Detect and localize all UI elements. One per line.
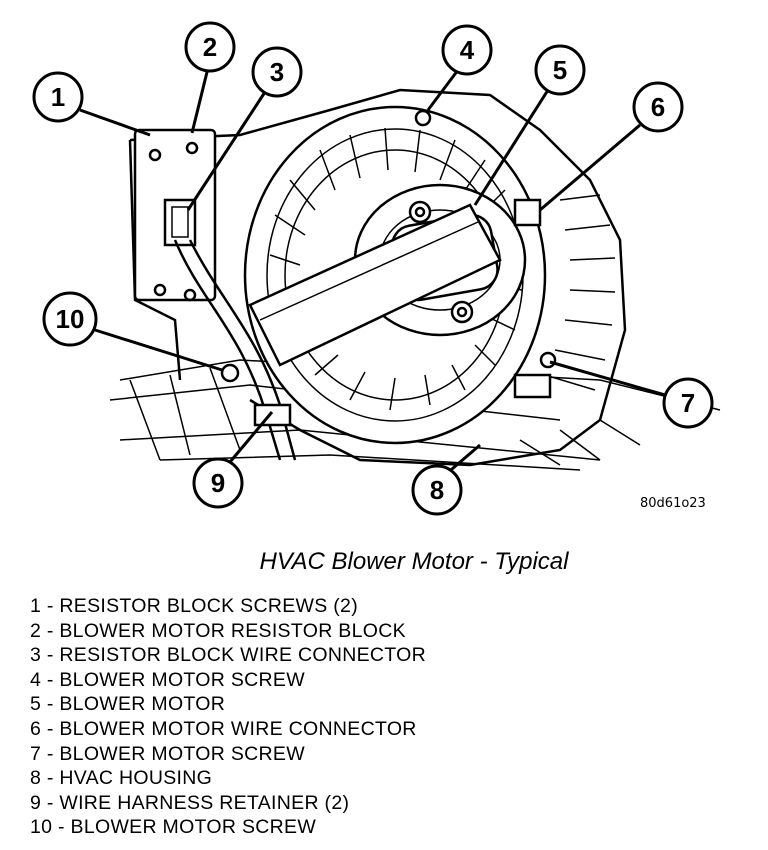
callout-4: 4 [441,24,493,76]
callout-7: 7 [662,377,714,429]
callout-3: 3 [251,46,303,98]
legend-item: 6 - BLOWER MOTOR WIRE CONNECTOR [30,717,417,740]
callout-8: 8 [411,464,463,516]
blower-motor-diagram: 1 2 3 4 5 6 7 8 9 10 [32,21,721,516]
screws [220,109,557,399]
callout-2-label: 2 [203,32,217,62]
callout-9-label: 9 [211,468,225,498]
callout-5: 5 [534,44,586,96]
resistor-block-drawing [133,128,217,302]
legend-item: 3 - RESISTOR BLOCK WIRE CONNECTOR [30,644,426,667]
motor-mounting-bar [248,203,502,367]
callout-10-label: 10 [56,304,85,334]
legend-item: 5 - BLOWER MOTOR [30,693,226,716]
parts-legend: 1 - RESISTOR BLOCK SCREWS (2) 2 - BLOWER… [30,594,426,840]
callout-3-label: 3 [270,57,284,87]
legend-item: 2 - BLOWER MOTOR RESISTOR BLOCK [30,619,406,642]
figure-code: 80d61o23 [640,496,706,511]
legend-item: 4 - BLOWER MOTOR SCREW [30,668,305,691]
callout-1: 1 [32,71,84,123]
leader-lines [79,67,666,477]
callout-1-label: 1 [51,82,65,112]
legend-item: 7 - BLOWER MOTOR SCREW [30,742,305,765]
callout-4-label: 4 [460,35,475,65]
legend-item: 1 - RESISTOR BLOCK SCREWS (2) [30,595,358,617]
legend-item: 10 - BLOWER MOTOR SCREW [30,816,317,839]
callout-9: 9 [192,457,244,509]
callout-6: 6 [632,81,684,133]
callout-6-label: 6 [651,92,665,122]
callout-7-label: 7 [681,388,695,418]
legend-item: 8 - HVAC HOUSING [30,767,213,790]
callout-10: 10 [42,291,98,347]
callout-8-label: 8 [430,475,444,505]
callout-2: 2 [184,21,236,73]
callout-5-label: 5 [553,55,567,85]
legend-item: 9 - WIRE HARNESS RETAINER (2) [30,791,350,814]
figure-caption: HVAC Blower Motor - Typical [259,548,569,575]
